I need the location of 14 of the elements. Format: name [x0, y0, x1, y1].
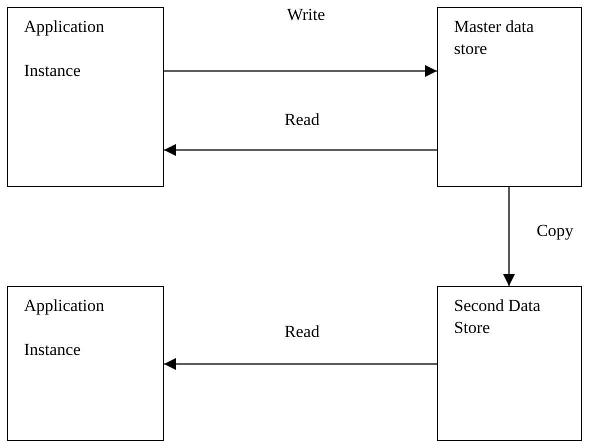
process-box — [437, 7, 582, 187]
box-text: Second Data Store — [454, 295, 542, 339]
process-box — [7, 286, 164, 441]
process-box — [7, 7, 164, 187]
arrow — [164, 144, 437, 156]
arrow — [164, 358, 437, 370]
box-text: Instance — [24, 339, 82, 361]
box-text: Application — [24, 295, 106, 317]
arrow — [503, 187, 515, 286]
box-text: Application — [24, 16, 106, 38]
arrow — [164, 65, 437, 77]
box-text: Instance — [24, 60, 82, 82]
box-text: Master data store — [454, 16, 535, 60]
process-box — [437, 286, 582, 441]
